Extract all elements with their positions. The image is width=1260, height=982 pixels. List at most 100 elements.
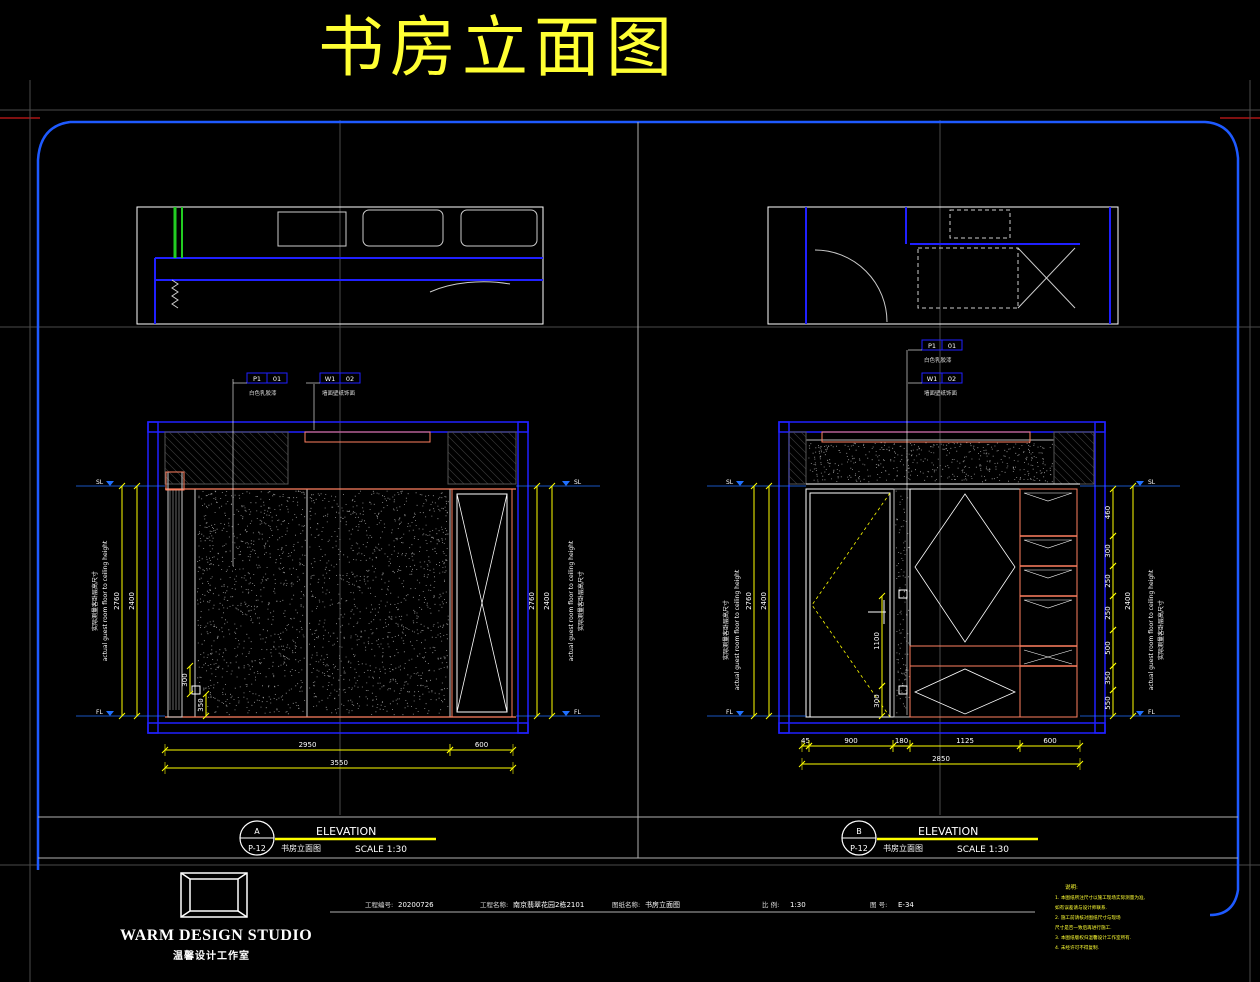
- dim-cabinet-b-3: 250: [1104, 574, 1112, 587]
- dim-width-a-1: 2950: [299, 741, 317, 749]
- info-label-1: 工程编号:: [365, 900, 393, 909]
- dim-small-b-2: 300: [873, 694, 881, 707]
- dim-cabinet-b-5: 500: [1104, 641, 1112, 654]
- dim-height-a-right-2: 2400: [543, 592, 551, 610]
- elevation-a: P1 01 白色乳胶漆 W1 02 墙面壁纸饰面 SL SL FL FL 2760 2400 2760 2…: [76, 372, 600, 774]
- caption-id-a: A: [254, 827, 260, 836]
- caption-heading-a: ELEVATION: [316, 825, 376, 838]
- info-label-3: 图纸名称:: [612, 900, 640, 909]
- elevation-captions: A P-12 ELEVATION 书房立面图 SCALE 1:30 B P-12 ELEVAT…: [239, 820, 1038, 856]
- dim-width-b-4: 1125: [956, 737, 974, 745]
- svg-text:FL: FL: [574, 709, 581, 716]
- dim-small-a-2: 350: [197, 698, 205, 711]
- drawing-title: 书房立面图: [318, 9, 678, 86]
- svg-text:墙面壁纸饰面: 墙面壁纸饰面: [924, 389, 958, 397]
- info-value-3: 书房立面图: [645, 900, 680, 909]
- notes-line-1: 1. 本图纸所注尺寸以施工现场实际测量为准,: [1055, 894, 1146, 901]
- svg-text:FL: FL: [96, 709, 103, 716]
- side-note-b-left: actual guest room floor to ceiling heigh…: [734, 569, 741, 690]
- dim-height-a-left-2: 2400: [128, 592, 136, 610]
- notes-line-6: 4. 未经许可不得复制.: [1055, 944, 1099, 951]
- dim-width-b-2: 900: [844, 737, 857, 745]
- dim-height-b-left-1: 2760: [745, 592, 753, 610]
- caption-heading-b: ELEVATION: [918, 825, 978, 838]
- plan-view-a: [136, 206, 544, 325]
- svg-text:02: 02: [346, 375, 354, 383]
- info-value-2: 南京翡翠花园2栋2101: [513, 900, 584, 909]
- svg-text:白色乳胶漆: 白色乳胶漆: [249, 389, 277, 397]
- plan-view-b: [767, 206, 1119, 325]
- dim-small-b-1: 1100: [873, 632, 881, 650]
- dim-cabinet-b-4: 250: [1104, 606, 1112, 619]
- svg-text:W1: W1: [927, 375, 938, 383]
- material-tag-p1: P1 01 白色乳胶漆: [233, 372, 288, 397]
- material-tag-w1-b: W1 02 墙面壁纸饰面: [908, 372, 963, 397]
- caption-sheet-a: P-12: [248, 844, 266, 853]
- caption-sheet-b: P-12: [850, 844, 868, 853]
- info-label-4: 比 例:: [762, 900, 779, 909]
- notes-line-3: 2. 施工前请核对图纸尺寸与现场: [1055, 914, 1121, 921]
- elevation-b: P1 01 白色乳胶漆 W1 02 墙面壁纸饰面 SL SL FL FL 2760 2400 2400 4…: [707, 339, 1180, 770]
- dim-width-b-5: 600: [1043, 737, 1056, 745]
- side-note-b-right: actual guest room floor to ceiling heigh…: [1148, 569, 1155, 690]
- svg-text:P1: P1: [253, 375, 261, 383]
- dim-width-b-1: 45: [801, 737, 810, 745]
- side-note-cn-b-right: 实际测量客卧层高尺寸: [1157, 600, 1165, 660]
- general-notes: 说明: 1. 本图纸所注尺寸以施工现场实际测量为准, 如有误差请与设计师联系. 2.…: [1055, 883, 1146, 951]
- svg-text:SL: SL: [726, 479, 734, 486]
- dim-cabinet-b-2: 300: [1104, 544, 1112, 557]
- info-value-4: 1:30: [790, 901, 806, 909]
- dim-height-b-right: 2400: [1124, 592, 1132, 610]
- notes-line-5: 3. 本图纸版权归温馨设计工作室所有.: [1055, 934, 1131, 941]
- svg-text:FL: FL: [1148, 709, 1155, 716]
- studio-name-cn: 温馨设计工作室: [173, 951, 250, 962]
- svg-text:SL: SL: [574, 479, 582, 486]
- svg-text:SL: SL: [1148, 479, 1156, 486]
- dim-total-b: 2850: [932, 755, 950, 763]
- studio-name: WARM DESIGN STUDIO: [120, 927, 313, 944]
- svg-text:02: 02: [948, 375, 956, 383]
- frame-dividers: [38, 122, 1238, 913]
- guide-lines: [0, 80, 1260, 982]
- dim-height-a-left-1: 2760: [113, 592, 121, 610]
- svg-text:墙面壁纸饰面: 墙面壁纸饰面: [322, 389, 356, 397]
- svg-text:01: 01: [948, 342, 956, 350]
- studio-logo-icon: [180, 872, 248, 918]
- notes-line-2: 如有误差请与设计师联系.: [1055, 904, 1107, 911]
- side-note-a-right: actual guest room floor to ceiling heigh…: [568, 540, 575, 661]
- notes-heading: 说明:: [1065, 883, 1078, 891]
- svg-text:SL: SL: [96, 479, 104, 486]
- caption-name-b: 书房立面图: [883, 843, 923, 853]
- caption-scale-a: SCALE 1:30: [355, 845, 407, 855]
- material-tag-w1: W1 02 墙面壁纸饰面: [306, 372, 361, 397]
- drawing-frame: [36, 120, 1240, 917]
- caption-name-a: 书房立面图: [281, 843, 321, 853]
- caption-id-b: B: [856, 827, 862, 836]
- dim-total-a: 3550: [330, 759, 348, 767]
- svg-text:W1: W1: [325, 375, 336, 383]
- dim-cabinet-b-1: 460: [1104, 506, 1112, 519]
- side-note-cn-b-left: 实际测量客卧层高尺寸: [722, 600, 730, 660]
- info-value-5: E-34: [898, 901, 914, 909]
- svg-text:01: 01: [273, 375, 281, 383]
- title-block-info: 工程编号: 20200726 工程名称: 南京翡翠花园2栋2101 图纸名称: 书房立面图…: [365, 900, 914, 909]
- dim-width-b-3: 180: [895, 737, 908, 745]
- dim-height-b-left-2: 2400: [760, 592, 768, 610]
- dim-height-a-right-1: 2760: [528, 592, 536, 610]
- dim-small-a-1: 300: [181, 673, 189, 686]
- dim-cabinet-b-7: 550: [1104, 696, 1112, 709]
- svg-text:FL: FL: [726, 709, 733, 716]
- svg-text:白色乳胶漆: 白色乳胶漆: [924, 356, 952, 364]
- caption-scale-b: SCALE 1:30: [957, 845, 1009, 855]
- side-note-cn-a-left: 实际测量客卧层高尺寸: [91, 571, 99, 631]
- info-value-1: 20200726: [398, 901, 434, 909]
- dim-width-a-2: 600: [475, 741, 488, 749]
- info-label-2: 工程名称:: [480, 900, 508, 909]
- dim-cabinet-b-6: 350: [1104, 671, 1112, 684]
- side-note-a-left: actual guest room floor to ceiling heigh…: [102, 540, 109, 661]
- info-label-5: 图 号:: [870, 901, 887, 909]
- svg-text:P1: P1: [928, 342, 936, 350]
- material-tag-p1-b: P1 01 白色乳胶漆: [908, 339, 963, 364]
- side-note-cn-a-right: 实际测量客卧层高尺寸: [577, 571, 585, 631]
